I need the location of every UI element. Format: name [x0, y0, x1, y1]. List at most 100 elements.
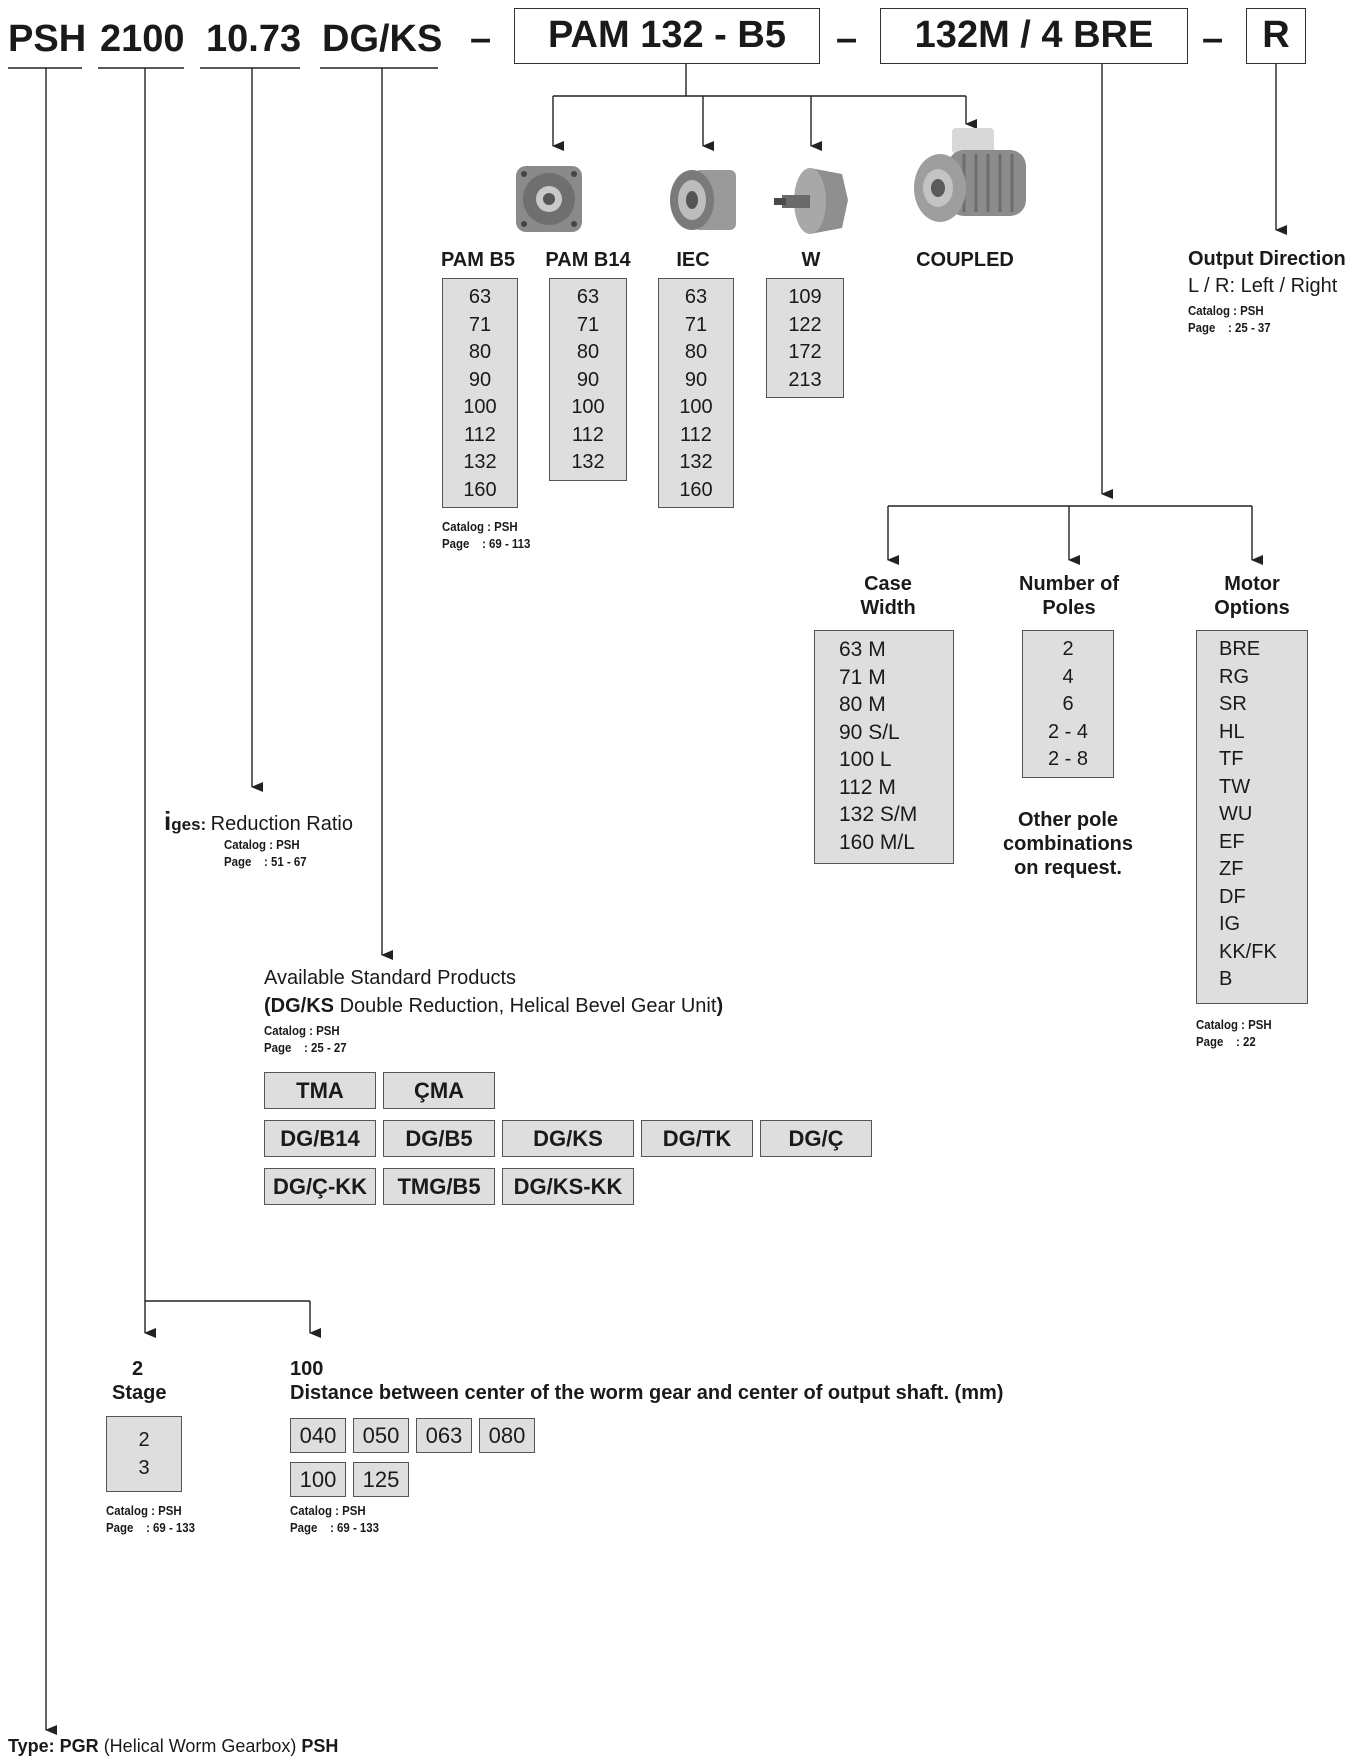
products-sub-text: Double Reduction, Helical Bevel Gear Uni… — [334, 995, 717, 1017]
code-dash-1: – — [470, 18, 492, 60]
w-size: 109 — [788, 286, 822, 308]
case-width-list: 63 M 71 M 80 M 90 S/L 100 L 112 M 132 S/… — [814, 630, 954, 864]
case-width-item: 90 S/L — [839, 720, 900, 744]
pam-b5-size: 90 — [468, 368, 492, 391]
type-prefix: Type: — [8, 1736, 60, 1756]
products-sub-close: ) — [716, 995, 724, 1017]
product-chip: DG/TK — [641, 1120, 753, 1157]
case-width-item: 132 S/M — [839, 803, 918, 826]
label-coupled: COUPLED — [916, 249, 1014, 271]
case-width-item: 160 M/L — [839, 830, 915, 854]
iec-adapter-image — [670, 170, 736, 230]
poles-item: 2 - 4 — [1047, 720, 1089, 743]
distance-options-row2: 100 125 — [290, 1462, 420, 1498]
case-width-item: 100 L — [839, 748, 892, 771]
motor-option-item: HL — [1219, 720, 1245, 743]
pam-b14-size: 132 — [571, 451, 605, 473]
distance-option: 080 — [479, 1418, 535, 1453]
pam-b5-size: 160 — [463, 478, 497, 501]
inputs-catalog-ref: Catalog : PSH Page : 69 - 113 — [442, 519, 531, 551]
distance-option: 040 — [290, 1418, 346, 1453]
product-chip: TMG/B5 — [383, 1168, 495, 1205]
code-dash-3: – — [1202, 18, 1224, 60]
pam-b5-size: 71 — [468, 313, 492, 336]
distance-option: 063 — [416, 1418, 472, 1453]
motor-option-item: RG — [1219, 665, 1249, 688]
stage-label: Stage — [112, 1382, 167, 1404]
pam-b14-size: 112 — [572, 423, 604, 446]
motor-option-item: ZF — [1219, 858, 1244, 880]
products-sub-bold: DG/KS — [270, 995, 335, 1017]
pam-b5-image — [516, 166, 582, 232]
iec-size: 90 — [684, 368, 708, 391]
stage-value: 2 — [132, 1358, 144, 1380]
poles-item: 2 — [1062, 638, 1074, 660]
label-pam-b14: PAM B14 — [545, 249, 631, 271]
iec-sizes: 63 71 80 90 100 112 132 160 — [658, 278, 734, 508]
products-title: Available Standard Products — [264, 967, 517, 989]
ratio-label: iges: Reduction Ratio — [164, 806, 353, 837]
products-subtitle: (DG/KS Double Reduction, Helical Bevel G… — [264, 994, 723, 1018]
pam-b5-sizes: 63 71 80 90 100 112 132 160 — [442, 278, 518, 508]
motor-option-item: WU — [1219, 803, 1253, 825]
w-adapter-image — [774, 168, 848, 234]
w-size: 122 — [788, 313, 822, 336]
motor-option-item: SR — [1219, 693, 1247, 715]
code-motor-box: 132M / 4 BRE — [880, 8, 1188, 64]
type-desc: (Helical Worm Gearbox) — [98, 1736, 302, 1756]
motor-options-list: BRE RG SR HL TF TW WU EF ZF DF IG KK/FK … — [1196, 630, 1308, 1004]
coupled-motor-image — [914, 128, 1026, 222]
stage-catalog-ref: Catalog : PSH Page : 69 - 133 — [106, 1503, 196, 1535]
motor-option-item: B — [1219, 968, 1233, 990]
distance-catalog-ref: Catalog : PSH Page : 69 - 133 — [290, 1503, 380, 1535]
code-variant: DG/KS — [322, 18, 443, 60]
motor-option-item: DF — [1219, 885, 1246, 908]
distance-option: 050 — [353, 1418, 409, 1453]
pam-b5-size: 100 — [463, 396, 497, 418]
output-direction-desc: L / R: Left / Right — [1188, 275, 1338, 297]
motor-options-title: Motor Options — [1214, 573, 1290, 619]
w-size: 172 — [788, 341, 822, 363]
iec-size: 80 — [684, 341, 708, 363]
product-chip: ÇMA — [383, 1072, 495, 1109]
ratio-catalog-ref: Catalog : PSH Page : 51 - 67 — [224, 837, 307, 869]
pam-b5-size: 112 — [464, 423, 496, 446]
output-direction-catalog-ref: Catalog : PSH Page : 25 - 37 — [1188, 303, 1271, 335]
iec-size: 160 — [679, 478, 713, 501]
pam-b14-sizes: 63 71 80 90 100 112 132 — [549, 278, 627, 481]
motor-option-item: KK/FK — [1219, 940, 1277, 963]
distance-label: Distance between center of the worm gear… — [290, 1382, 1004, 1404]
distance-options-row1: 040 050 063 080 — [290, 1418, 540, 1454]
iec-size: 63 — [684, 286, 708, 308]
w-size: 213 — [788, 368, 822, 391]
case-width-item: 63 M — [839, 638, 886, 661]
type-pgr: PGR — [59, 1736, 99, 1756]
product-chip: DG/B5 — [383, 1120, 495, 1157]
type-psh: PSH — [301, 1736, 339, 1756]
pam-b5-size: 63 — [468, 286, 492, 308]
label-iec: IEC — [676, 249, 710, 271]
w-sizes: 109 122 172 213 — [766, 278, 844, 398]
code-dash-2: – — [836, 18, 858, 60]
motor-option-item: EF — [1219, 830, 1245, 853]
poles-title: Number of Poles — [1019, 573, 1119, 619]
iec-size: 100 — [679, 396, 713, 418]
ratio-symbol: i — [164, 806, 172, 836]
iec-size: 132 — [679, 451, 713, 473]
code-size: 2100 — [100, 18, 185, 60]
case-width-item: 80 M — [839, 693, 886, 716]
distance-option: 100 — [290, 1462, 346, 1497]
label-w: W — [801, 249, 821, 271]
pam-b5-size: 132 — [463, 451, 497, 473]
stage-option: 3 — [138, 1456, 150, 1479]
product-chip: DG/Ç-KK — [264, 1168, 376, 1205]
motor-option-item: IG — [1219, 913, 1241, 935]
pam-b14-size: 80 — [576, 341, 600, 363]
pam-b14-size: 100 — [571, 396, 605, 418]
pam-b14-size: 63 — [576, 286, 600, 308]
stage-options: 2 3 — [106, 1416, 182, 1492]
type-line: Type: PGR (Helical Worm Gearbox) PSH — [8, 1736, 338, 1757]
case-width-item: 112 M — [839, 775, 896, 799]
code-ratio: 10.73 — [206, 18, 302, 60]
